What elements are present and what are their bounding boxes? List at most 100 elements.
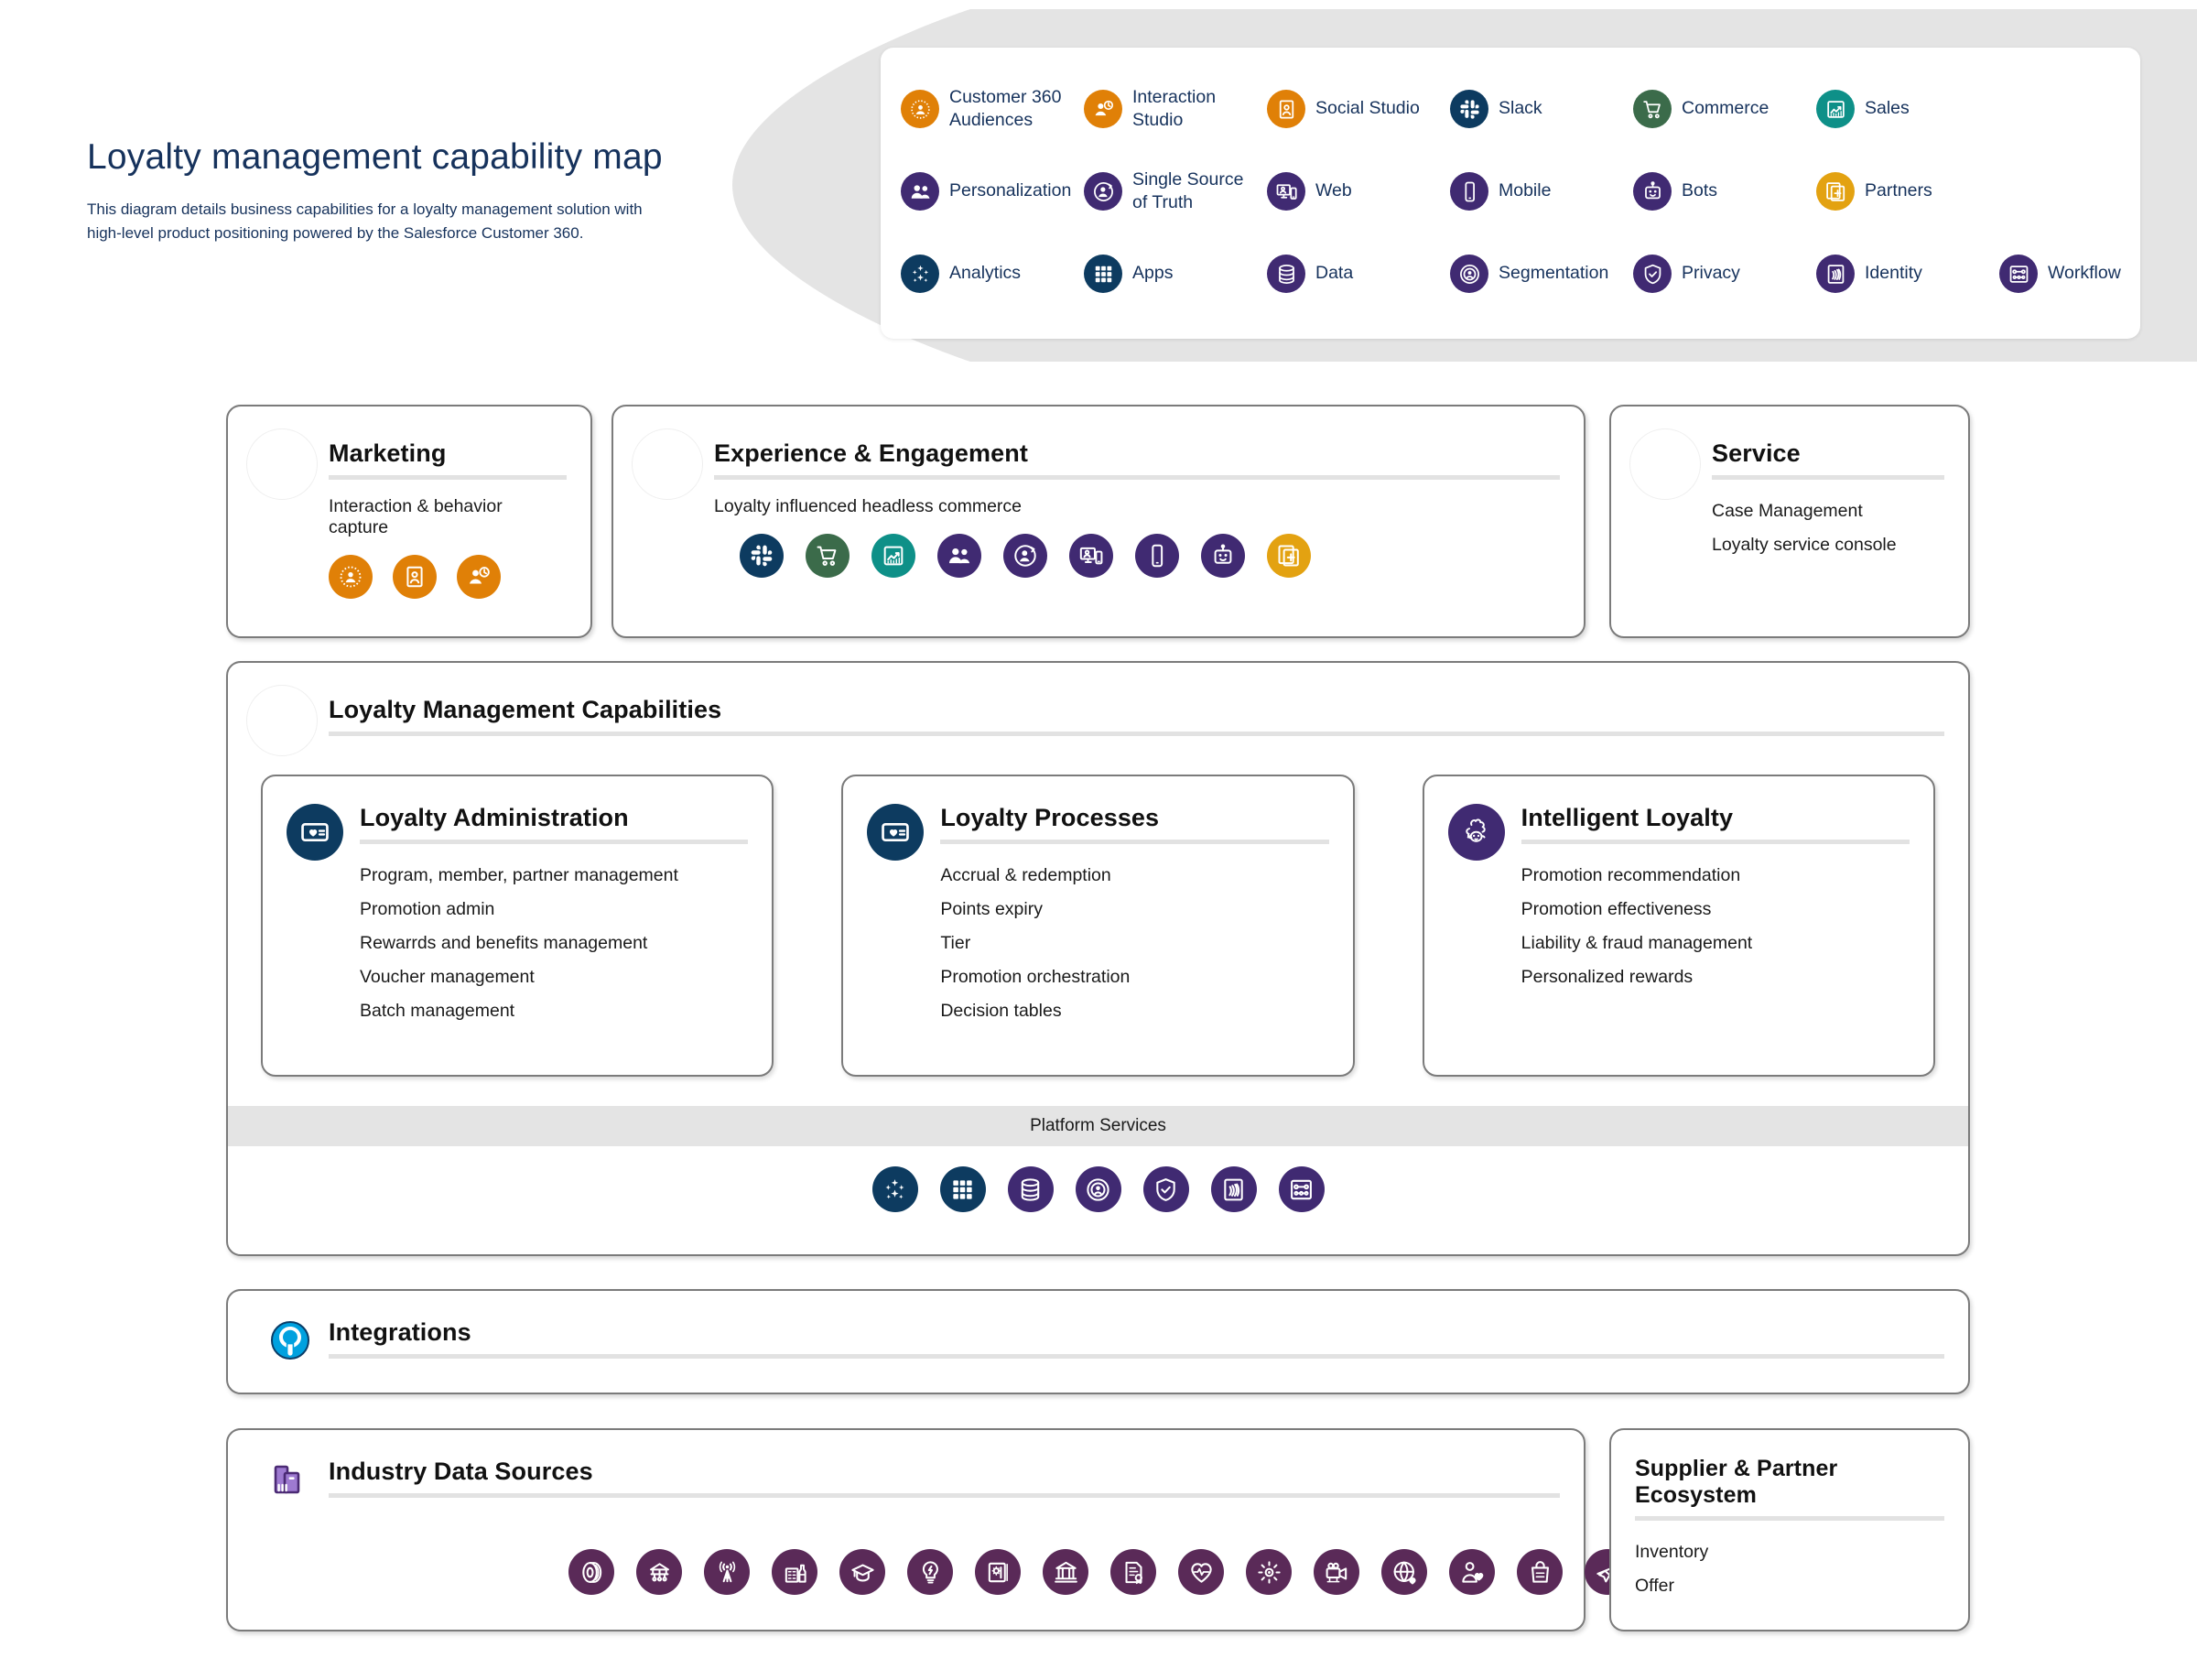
divider: [1712, 475, 1944, 480]
apps-grid-icon: [939, 1166, 986, 1212]
legend-item: Slack: [1450, 68, 1633, 150]
list-item: Rewarrds and benefits management: [360, 933, 648, 953]
divider: [329, 1493, 1560, 1498]
legend-item: Analytics: [901, 233, 1084, 315]
integrations-title: Integrations: [329, 1318, 471, 1346]
segmentation-icon: [1450, 255, 1488, 293]
legend-item-label: Bots: [1682, 180, 1718, 201]
loyalty-card-icon: [287, 804, 343, 861]
bots-icon: [1201, 534, 1245, 578]
list-item: Promotion recommendation: [1521, 865, 1741, 885]
analytics-icon: [901, 255, 939, 293]
platform-services-icon-row: [228, 1166, 1968, 1212]
government-bank-icon: [1043, 1549, 1088, 1595]
service-icon-ring: [1629, 428, 1701, 500]
legend-item-label: Customer 360 Audiences: [949, 86, 1062, 130]
marketing-card[interactable]: Marketing Interaction & behavior capture: [226, 405, 592, 638]
experience-card[interactable]: Experience & Engagement Loyalty influenc…: [611, 405, 1586, 638]
sales-chart-icon: [1816, 90, 1855, 128]
apps-grid-icon: [1084, 255, 1122, 293]
workflow-icon: [1999, 255, 2038, 293]
data-database-icon: [1007, 1166, 1054, 1212]
legend-item-label: Web: [1315, 180, 1352, 201]
platform-services-band: Platform Services: [228, 1106, 1968, 1146]
legend-item-label: Segmentation: [1499, 263, 1609, 284]
single-source-of-truth-icon: [1003, 534, 1047, 578]
list-item: Inventory: [1635, 1542, 1709, 1562]
loyalty-card-icon: [867, 804, 925, 861]
manufacturing-icon: [636, 1549, 682, 1595]
legend-item: Web: [1267, 150, 1450, 233]
legend-item: Customer 360 Audiences: [901, 68, 1084, 150]
list-item: Program, member, partner management: [360, 865, 678, 885]
legend-item: Identity: [1816, 233, 1999, 315]
divider: [329, 475, 567, 480]
page-subtitle: This diagram details business capabiliti…: [87, 201, 643, 243]
legend-item-label: Analytics: [949, 263, 1022, 284]
personalization-people-icon: [901, 172, 939, 211]
list-item: Decision tables: [940, 1001, 1062, 1021]
list-item: Case Management: [1712, 501, 1863, 521]
loyalty-subcard-title: Loyalty Processes: [940, 804, 1160, 831]
list-item: Loyalty service console: [1712, 535, 1897, 555]
loyalty-capabilities-card[interactable]: Loyalty Management Capabilities Loyalty …: [226, 661, 1970, 1256]
list-item: Promotion orchestration: [940, 967, 1131, 987]
legend-item-label: Partners: [1865, 180, 1932, 201]
list-item: Points expiry: [940, 899, 1043, 919]
supplier-title: Supplier & Partner Ecosystem: [1635, 1456, 1838, 1508]
nonprofit-globe-icon: [1381, 1549, 1427, 1595]
divider: [329, 1354, 1944, 1359]
mobile-icon: [1450, 172, 1488, 211]
identity-fingerprint-icon: [1816, 255, 1855, 293]
partners-icon: [1816, 172, 1855, 211]
segmentation-icon: [1075, 1166, 1121, 1212]
divider: [1635, 1516, 1944, 1521]
education-cap-icon: [839, 1549, 885, 1595]
communications-tower-icon: [704, 1549, 750, 1595]
customer-360-audiences-icon: [901, 90, 939, 128]
legend-item-label: Social Studio: [1315, 98, 1420, 119]
mulesoft-icon: [252, 1318, 329, 1362]
energy-bulb-icon: [907, 1549, 953, 1595]
legend-item-label: Apps: [1132, 263, 1174, 284]
legend-item: Apps: [1084, 233, 1267, 315]
privacy-shield-icon: [1142, 1166, 1189, 1212]
commerce-cart-icon: [806, 534, 850, 578]
legend-spacer: [1999, 68, 2173, 150]
einstein-icon: [1447, 804, 1505, 861]
industry-data-sources-card[interactable]: Industry Data Sources: [226, 1428, 1630, 1631]
list-item: Batch management: [360, 1001, 515, 1021]
commerce-cart-icon: [1633, 90, 1672, 128]
healthcare-heartbeat-icon: [1178, 1549, 1224, 1595]
legend-item-label: Mobile: [1499, 180, 1552, 201]
consumer-goods-icon: [772, 1549, 817, 1595]
list-item: Tier: [940, 933, 971, 953]
data-database-icon: [1267, 255, 1305, 293]
loyalty-title: Loyalty Management Capabilities: [329, 696, 722, 723]
legend-item-label: Sales: [1865, 98, 1910, 119]
divider: [940, 840, 1329, 844]
list-item: Accrual & redemption: [940, 865, 1111, 885]
experience-subtitle: Loyalty influenced headless commerce: [714, 496, 1023, 516]
legend-item-label: Slack: [1499, 98, 1542, 119]
retail-bag-icon: [1517, 1549, 1563, 1595]
integrations-card[interactable]: Integrations: [226, 1289, 1970, 1394]
legend-item: Privacy: [1633, 233, 1816, 315]
legend-item: Data: [1267, 233, 1450, 315]
analytics-icon: [871, 1166, 918, 1212]
philanthropy-person-heart-icon: [1449, 1549, 1495, 1595]
loyalty-subcard-title: Intelligent Loyalty: [1521, 804, 1734, 831]
loyalty-icon-ring: [246, 685, 318, 756]
experience-icon-row: [714, 517, 1560, 578]
divider: [360, 840, 749, 844]
interaction-studio-icon: [1084, 90, 1122, 128]
